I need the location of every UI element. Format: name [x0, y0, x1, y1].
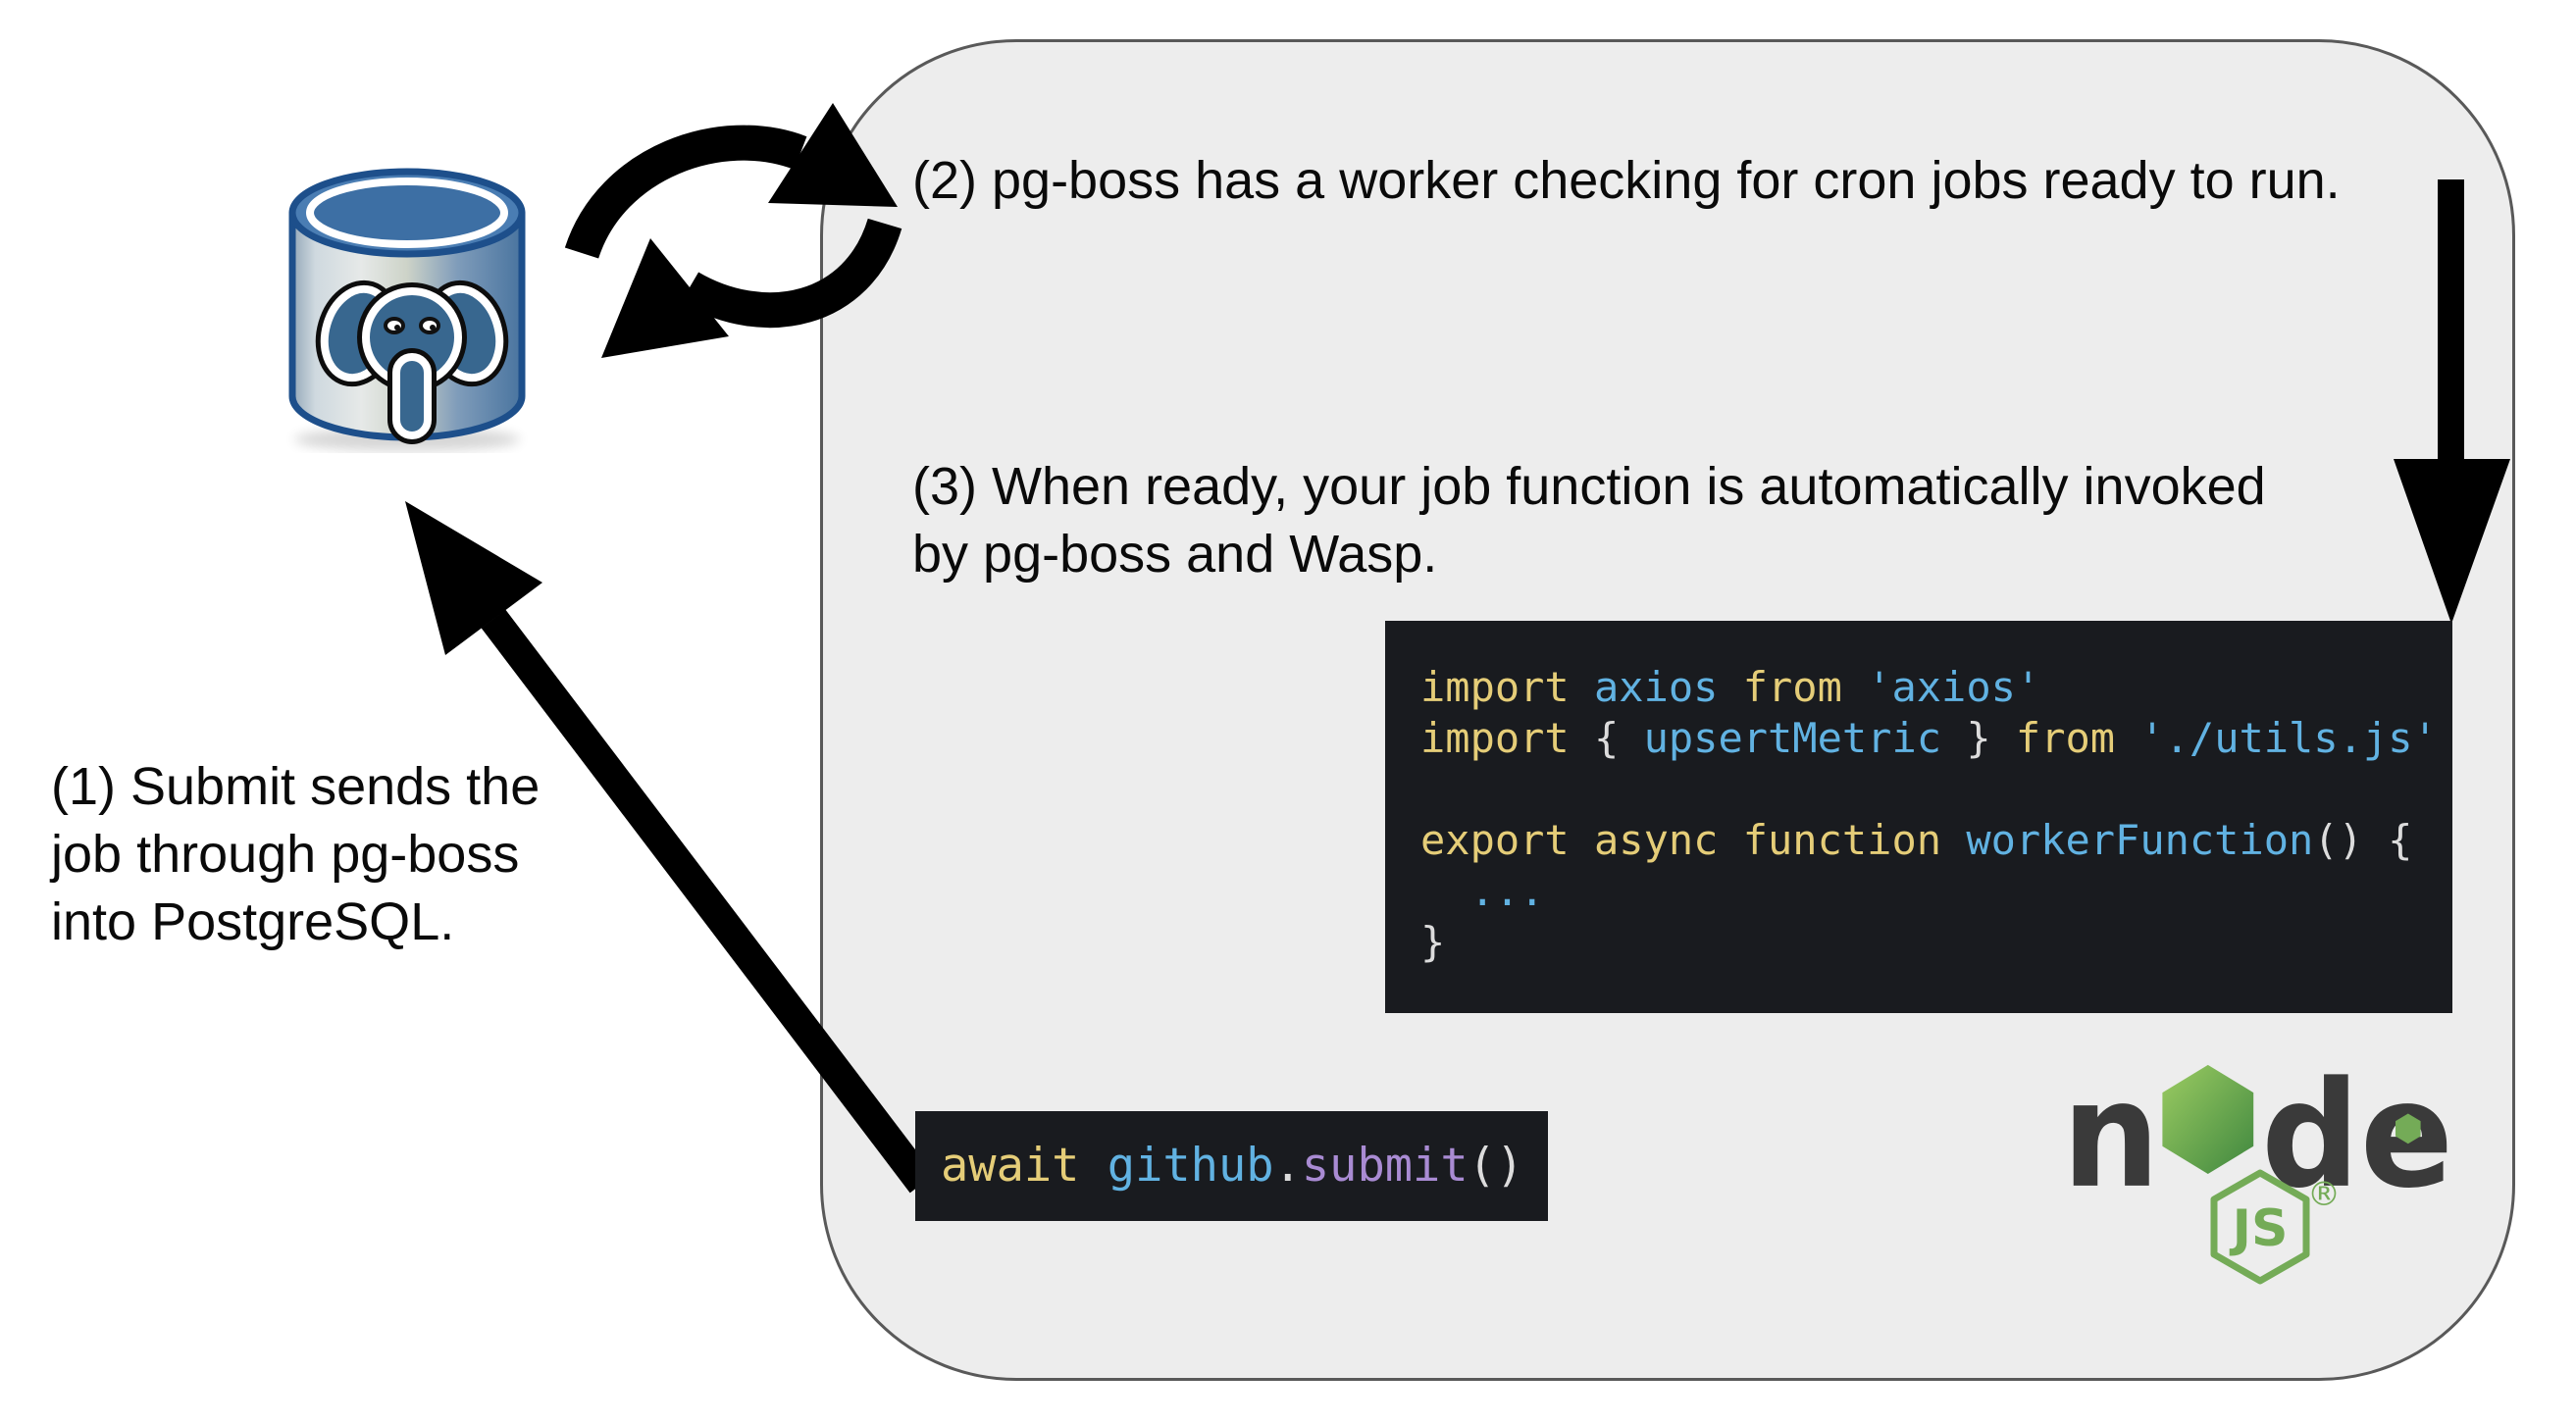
step-1-label: (1) Submit sends the job through pg-boss…: [51, 757, 541, 951]
step-2-label: (2) pg-boss has a worker checking for cr…: [912, 151, 2341, 210]
sync-top-arrowhead: [768, 103, 898, 207]
worker-code-block: import axios from 'axios'import { upsert…: [1385, 621, 2452, 1013]
js-text: JS: [2230, 1199, 2289, 1258]
submit-code-block: await github.submit(): [915, 1111, 1548, 1221]
code-line: import axios from 'axios': [1420, 663, 2041, 711]
sync-top-arc: [564, 125, 807, 260]
code-line: ...: [1469, 867, 1545, 915]
code-line: import { upsertMetric } from './utils.js…: [1420, 714, 2438, 762]
js-hexagon-outline: [2210, 1169, 2310, 1285]
postgres-cylinder-top-inner: [306, 178, 508, 248]
elephant-eye-left: [384, 317, 405, 334]
code-line: }: [1420, 918, 1446, 966]
node-e-hexagon-dot: [2396, 1113, 2421, 1144]
down-arrow-icon: [2394, 179, 2510, 624]
step-3-label: (3) When ready, your job function is aut…: [912, 457, 2266, 584]
sync-cycle-icon: [564, 103, 902, 358]
code-line: await github.submit(): [941, 1139, 1524, 1193]
sync-bottom-arrowhead: [601, 238, 729, 358]
submit-arrow-icon: [405, 501, 935, 1194]
sync-bottom-arc: [680, 218, 902, 329]
nodejs-hexagon-icon: [2162, 1064, 2254, 1174]
elephant-glyph: [315, 280, 509, 444]
postgresql-icon: [288, 168, 526, 451]
code-line: [1420, 764, 2452, 815]
node-letter-d: d: [2261, 1051, 2359, 1196]
nodejs-wordmark: n d e: [2062, 1051, 2453, 1196]
code-line: export async function workerFunction() {: [1420, 816, 2413, 864]
node-letter-n: n: [2062, 1051, 2160, 1196]
elephant-eye-right: [419, 317, 440, 334]
nodejs-js-badge: JS: [2210, 1169, 2310, 1285]
registered-trademark: ®: [2307, 1175, 2341, 1214]
